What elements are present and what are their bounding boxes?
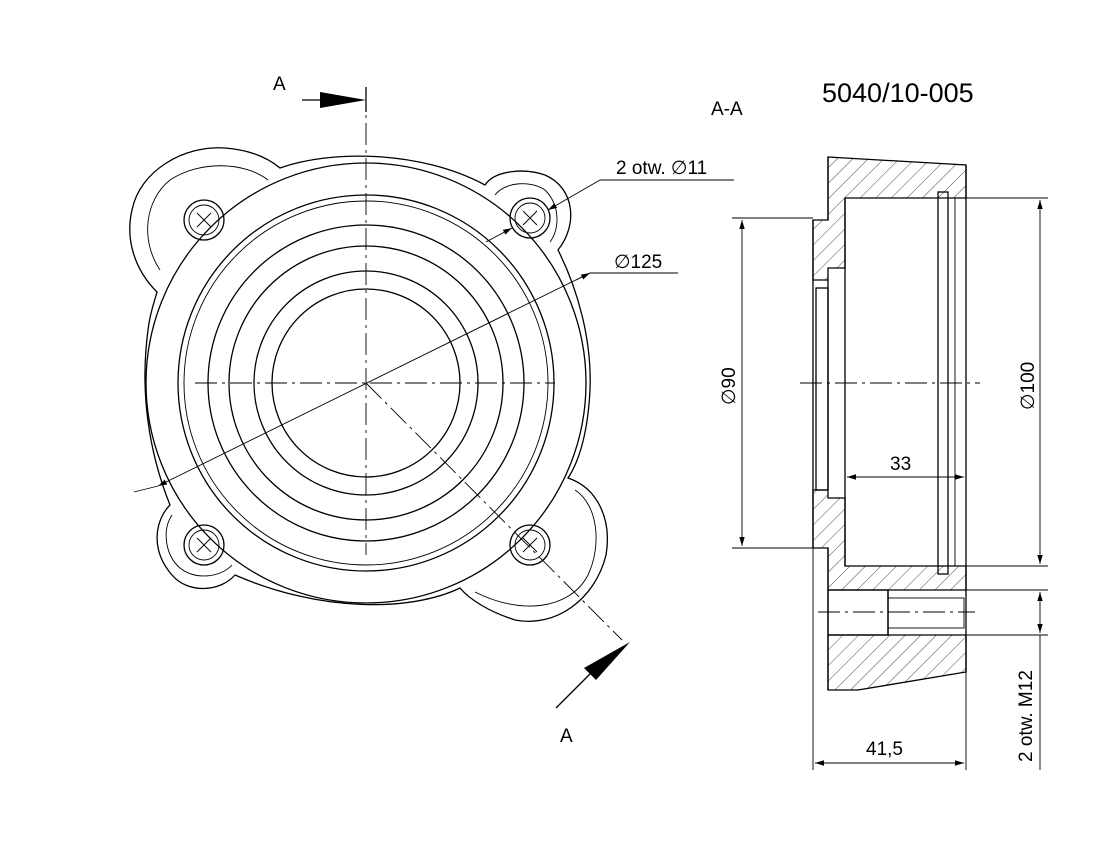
section-arrow-bottom [584,642,630,680]
lug-top-right-inner [494,183,558,243]
dim-depth: 33 [890,454,911,475]
threaded-hole [827,589,889,636]
dim-bore-large: ∅100 [1018,362,1039,410]
lug-top-left-inner [147,165,269,271]
hole-top-right [509,197,551,239]
lug-bottom-right-inner [474,489,597,607]
hole-bottom-left [183,524,225,566]
lug-bottom-left-inner [165,514,233,577]
section-view: A-A 5040/10-005 ∅90 ∅100 [711,78,1048,770]
dim-outer-diameter: ∅125 [614,252,662,273]
dim-holes: 2 otw. ∅11 [616,158,707,179]
section-mark-top: A [273,74,286,95]
section-hatch-middle [812,489,967,591]
hole-top-left [183,199,225,241]
dim-total-length: 41,5 [866,739,903,760]
section-title: A-A [711,99,743,120]
section-line-diagonal [365,382,623,641]
dim-threaded: 2 otw. M12 [1016,670,1037,762]
dim-bore-small: ∅90 [719,367,740,405]
part-number: 5040/10-005 [822,78,974,108]
front-view: A A 2 otw. ∅11 ∅125 [129,74,734,747]
section-hatch-lower [827,634,967,691]
section-hatch-upper [812,156,967,281]
hole-bottom-right [509,524,551,566]
flange-outline [129,147,608,622]
section-mark-bottom: A [560,726,573,747]
section-arrow-top [320,92,366,108]
